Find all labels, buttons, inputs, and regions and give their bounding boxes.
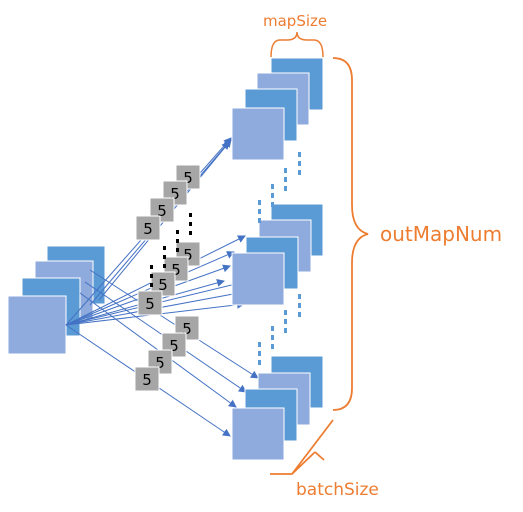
- kernel-label-2: 5: [157, 202, 167, 220]
- ellipsis-out-2-0: [284, 168, 287, 173]
- ellipsis-out-4-1: [258, 209, 261, 214]
- ellipsis-kernel-c-1: [163, 255, 166, 259]
- output-top-map-3: [231, 107, 285, 161]
- ellipsis-kernel-b-0: [176, 230, 179, 234]
- kernel-box-3: [135, 215, 161, 241]
- ellipsis-kernel-c-2: [163, 264, 166, 268]
- ellipsis-out-7-1: [271, 335, 274, 340]
- out-map-num-label: outMapNum: [380, 222, 503, 246]
- out-map-num-brace: [332, 57, 369, 411]
- ellipsis-kernel-d-2: [150, 283, 153, 287]
- batch-size-bracket: [270, 419, 334, 475]
- kernel-label-11: 5: [142, 371, 152, 389]
- ellipsis-out-8-0: [258, 342, 261, 347]
- ellipsis-kernel-c-0: [163, 246, 166, 250]
- output-mid-map-3: [231, 252, 285, 306]
- ellipsis-kernel-a-2: [189, 231, 192, 235]
- ellipsis-out-2-1: [284, 177, 287, 182]
- kernel-label-0: 5: [183, 169, 193, 187]
- kernel-label-8: 5: [182, 320, 192, 338]
- kernel-label-9: 5: [169, 337, 179, 355]
- kernel-box-7: [137, 290, 163, 316]
- ellipsis-out-6-0: [284, 310, 287, 315]
- batch-size-label: batchSize: [296, 480, 379, 500]
- ellipsis-out-7-0: [271, 326, 274, 331]
- ellipsis-kernel-a-1: [189, 222, 192, 226]
- connection-arrow-10: [89, 269, 259, 379]
- ellipsis-out-8-1: [258, 351, 261, 356]
- kernel-label-3: 5: [143, 220, 153, 238]
- ellipsis-kernel-b-2: [176, 248, 179, 252]
- kernel-label-4: 5: [183, 246, 193, 264]
- ellipsis-out-6-2: [284, 328, 287, 333]
- ellipsis-out-3-1: [271, 193, 274, 198]
- kernel-box-11: [134, 366, 160, 392]
- input-map-3: [7, 295, 67, 355]
- output-bottom-map-3: [231, 407, 285, 461]
- ellipsis-out-5-2: [298, 312, 301, 317]
- kernel-label-1: 5: [170, 185, 180, 203]
- kernel-label-6: 5: [158, 276, 168, 294]
- ellipsis-out-3-2: [271, 202, 274, 207]
- map-size-label: mapSize: [263, 12, 328, 30]
- ellipsis-out-4-0: [258, 200, 261, 205]
- ellipsis-out-2-2: [284, 186, 287, 191]
- ellipsis-out-1-2: [298, 170, 301, 175]
- ellipsis-out-3-0: [271, 184, 274, 189]
- ellipsis-out-6-1: [284, 319, 287, 324]
- ellipsis-out-1-1: [298, 161, 301, 166]
- ellipsis-out-1-0: [298, 152, 301, 157]
- kernel-label-10: 5: [155, 354, 165, 372]
- ellipsis-kernel-a-0: [189, 213, 192, 217]
- ellipsis-kernel-d-1: [150, 274, 153, 278]
- connection-arrow-4: [65, 251, 235, 326]
- ellipsis-kernel-d-0: [150, 265, 153, 269]
- ellipsis-out-5-1: [298, 303, 301, 308]
- ellipsis-out-8-2: [258, 360, 261, 365]
- ellipsis-kernel-b-1: [176, 239, 179, 243]
- ellipsis-out-5-0: [298, 294, 301, 299]
- kernel-label-7: 5: [145, 295, 155, 313]
- map-size-brace: [270, 31, 324, 58]
- ellipsis-out-4-2: [258, 218, 261, 223]
- kernel-label-5: 5: [171, 261, 181, 279]
- kernel-box-0: [175, 164, 201, 190]
- ellipsis-out-7-2: [271, 344, 274, 349]
